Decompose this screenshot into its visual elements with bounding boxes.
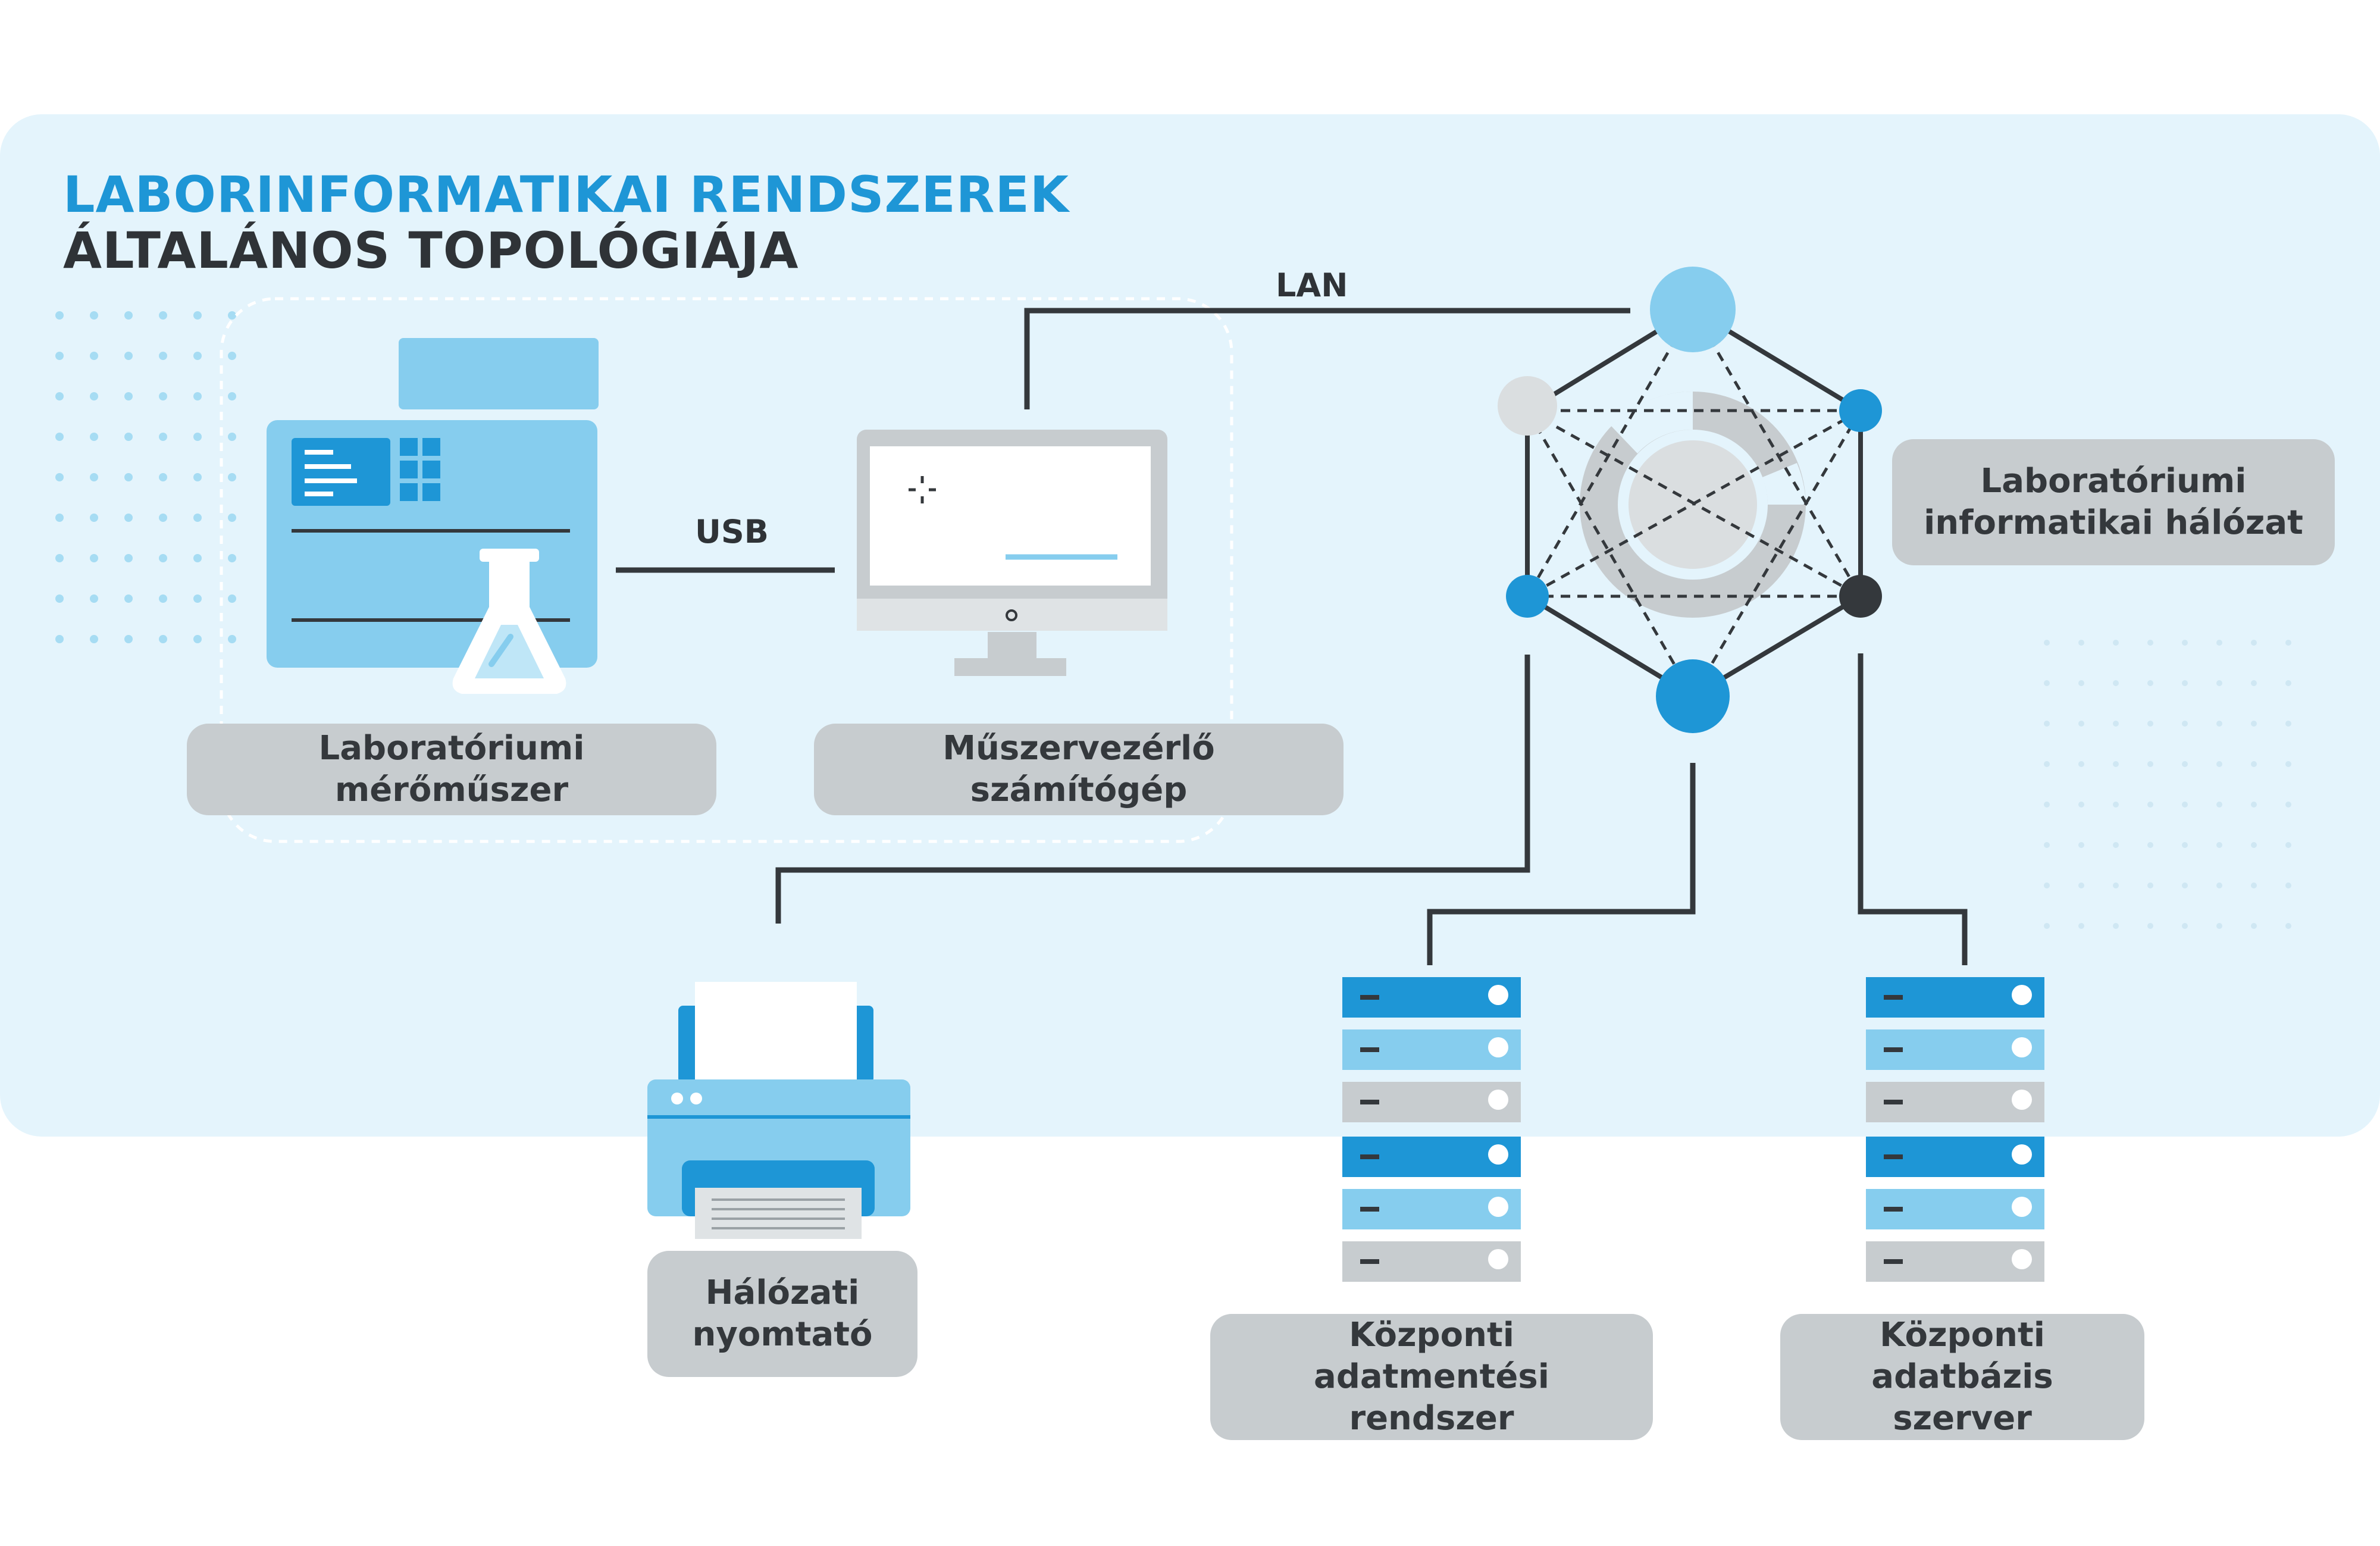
printer-label: Hálózati nyomtató [647,1251,917,1377]
backup-label: Központi adatmentési rendszer [1210,1314,1653,1440]
lab-instrument-icon [267,338,599,694]
computer-monitor-icon [857,430,1167,676]
lan-label: LAN [1276,267,1348,304]
dot-pattern-right [2044,640,2291,929]
title-line-1: LABORINFORMATIKAI RENDSZEREK [63,165,1069,224]
network-hub-icon [1498,267,1882,733]
server-rack-icon-db [1866,977,2044,1282]
printer-link [775,655,1530,924]
computer-label: Műszervezérlő számítógép [814,724,1344,815]
server-rack-icon [1342,977,1521,1282]
db-link [1858,653,1968,965]
backup-link [1427,763,1696,965]
title-line-2: ÁLTALÁNOS TOPOLÓGIÁJA [63,221,799,280]
printer-icon [647,982,910,1239]
lan-cable [1024,308,1630,409]
dashed-frame [220,297,1233,843]
db-label: Központi adatbázis szerver [1780,1314,2144,1440]
dot-pattern-left [55,311,236,643]
connection-lines [616,308,1968,965]
network-label: Laboratóriumi informatikai hálózat [1892,439,2335,565]
usb-label: USB [695,513,769,550]
instrument-label: Laboratóriumi mérőműszer [187,724,716,815]
